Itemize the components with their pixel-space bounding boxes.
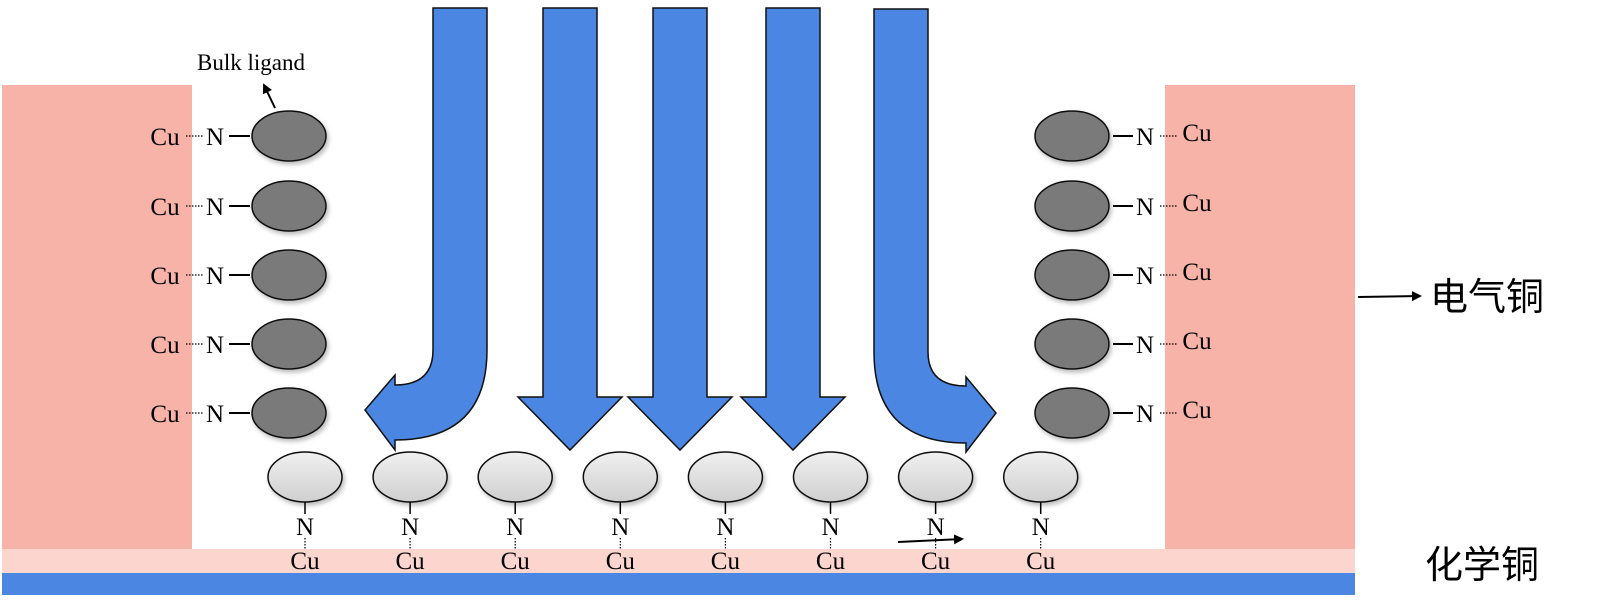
nitrogen-atom-label: N xyxy=(1136,263,1154,290)
copper-atom-label: Cu xyxy=(1026,548,1056,575)
ligand-migration-arrow xyxy=(897,534,964,545)
nitrogen-atom-label: N xyxy=(716,514,734,541)
nitrogen-atom-label: N xyxy=(296,514,314,541)
copper-atom-label: Cu xyxy=(150,263,180,290)
nitrogen-atom-label: N xyxy=(1136,401,1154,428)
nitrogen-atom-label: N xyxy=(206,263,224,290)
bulk-ligand-pointer-arrow xyxy=(262,83,276,109)
wall-ligand-complex: Cu N xyxy=(150,387,327,439)
nitrogen-atom-label: N xyxy=(206,401,224,428)
nitrogen-atom-label: N xyxy=(611,514,629,541)
bulk-ligand-molecule xyxy=(251,180,327,232)
copper-atom-label: Cu xyxy=(501,548,531,575)
surface-ligand-molecule xyxy=(582,451,659,503)
nitrogen-atom-label: N xyxy=(1136,124,1154,151)
nitrogen-atom-label: N xyxy=(206,124,224,151)
surface-ligand-molecule xyxy=(477,451,553,503)
nitrogen-atom-label: N xyxy=(1136,194,1154,221)
copper-atom-label: Cu xyxy=(150,332,180,359)
electro-copper-pointer-arrow xyxy=(1357,291,1422,302)
bulk-ligand-molecule xyxy=(251,110,327,162)
bottom-ligand-complex: N Cu xyxy=(582,451,659,575)
wall-ligand-complex: N Cu xyxy=(1034,387,1212,439)
nitrogen-atom-label: N xyxy=(1136,332,1154,359)
copper-atom-label: Cu xyxy=(150,194,180,221)
copper-atom-label: Cu xyxy=(606,548,636,575)
copper-atom-label: Cu xyxy=(1182,397,1212,424)
bulk-ligand-molecule xyxy=(1034,249,1110,301)
chemical-copper-label: 化学铜 xyxy=(1425,543,1539,587)
copper-atom-label: Cu xyxy=(1182,328,1212,355)
copper-atom-label: Cu xyxy=(921,548,951,575)
flow-arrow-5 xyxy=(873,8,997,455)
surface-ligand-molecule xyxy=(792,451,869,503)
bulk-ligand-molecule xyxy=(251,249,327,301)
bottom-ligand-complex: N Cu xyxy=(477,451,553,575)
bottom-ligand-complex: N Cu xyxy=(687,451,764,575)
nitrogen-atom-label: N xyxy=(506,514,524,541)
wall-ligand-complex: Cu N xyxy=(150,180,327,232)
wall-ligand-complex: Cu N xyxy=(150,318,327,370)
wall-ligand-complex: N Cu xyxy=(1034,180,1212,232)
bulk-ligand-molecule xyxy=(1034,110,1110,162)
copper-atom-label: Cu xyxy=(290,548,320,575)
bulk-ligand-molecule xyxy=(1034,387,1110,439)
surface-ligand-molecule xyxy=(897,451,974,503)
copper-atom-label: Cu xyxy=(816,548,846,575)
bottom-ligand-complex: N Cu xyxy=(1002,451,1079,575)
nitrogen-atom-label: N xyxy=(401,514,419,541)
flow-arrow-4 xyxy=(739,7,847,452)
copper-atom-label: Cu xyxy=(1182,120,1212,147)
bottom-ligand-complex: N Cu xyxy=(897,451,974,575)
plating-flow-arrows xyxy=(364,7,997,455)
copper-atom-label: Cu xyxy=(150,401,180,428)
bulk-ligand-molecule xyxy=(251,387,327,439)
wall-ligand-complex: N Cu xyxy=(1034,318,1212,370)
bottom-ligand-complex: N Cu xyxy=(372,451,448,575)
nitrogen-atom-label: N xyxy=(821,514,839,541)
surface-ligand-molecule xyxy=(372,451,448,503)
bulk-ligand-label: Bulk ligand xyxy=(197,50,305,75)
electro-copper-label: 电气铜 xyxy=(1430,275,1544,319)
substrate-layer xyxy=(2,573,1355,595)
wall-ligand-complex: Cu N xyxy=(150,249,327,301)
flow-arrow-1 xyxy=(364,7,488,453)
bottom-ligand-complex: N Cu xyxy=(267,451,343,575)
flow-arrow-2 xyxy=(516,7,624,452)
copper-atom-label: Cu xyxy=(1182,190,1212,217)
nitrogen-atom-label: N xyxy=(927,514,945,541)
copper-atom-label: Cu xyxy=(711,548,741,575)
bottom-ligands: N Cu N Cu N Cu N Cu N Cu N Cu N Cu N Cu xyxy=(267,451,1079,575)
bulk-ligand-molecule xyxy=(1034,180,1110,232)
surface-ligand-molecule xyxy=(1002,451,1079,503)
copper-atom-label: Cu xyxy=(396,548,426,575)
copper-atom-label: Cu xyxy=(1182,259,1212,286)
wall-ligand-complex: Cu N xyxy=(150,110,327,162)
electro-copper-left-wall xyxy=(2,85,192,549)
wall-ligand-complex: N Cu xyxy=(1034,110,1212,162)
surface-ligand-molecule xyxy=(687,451,764,503)
copper-atom-label: Cu xyxy=(150,124,180,151)
bulk-ligand-molecule xyxy=(1034,318,1110,370)
bottom-ligand-complex: N Cu xyxy=(792,451,869,575)
nitrogen-atom-label: N xyxy=(206,332,224,359)
chemical-copper-layer xyxy=(2,549,1355,573)
flow-arrow-3 xyxy=(626,7,734,452)
electro-copper-right-wall xyxy=(1165,85,1355,549)
bulk-ligand-molecule xyxy=(251,318,327,370)
wall-ligand-complex: N Cu xyxy=(1034,249,1212,301)
surface-ligand-molecule xyxy=(267,451,343,503)
nitrogen-atom-label: N xyxy=(206,194,224,221)
nitrogen-atom-label: N xyxy=(1032,514,1050,541)
